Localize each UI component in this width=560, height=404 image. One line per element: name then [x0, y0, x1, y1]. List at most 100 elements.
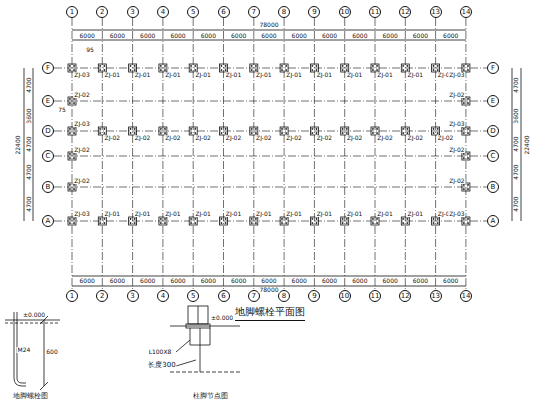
axis-line — [253, 18, 254, 290]
grid-bubble: 3 — [127, 290, 139, 302]
dimension: 95 — [85, 47, 95, 53]
grid-axis-label: F — [46, 65, 50, 72]
dimension: 6000 — [139, 278, 156, 284]
bolt-group-tag: ZJ-02 — [448, 178, 465, 184]
grid-axis-label: 7 — [252, 293, 256, 300]
grid-axis-label: 13 — [431, 9, 440, 16]
axis-line — [54, 221, 487, 222]
grid-axis-label: 11 — [371, 9, 380, 16]
dimension: 6000 — [260, 278, 277, 284]
dimension: 78000 — [258, 22, 279, 28]
bolt-group-tag: ZJ-02 — [448, 147, 465, 153]
grid-bubble: 9 — [308, 290, 320, 302]
grid-bubble: 5 — [187, 6, 199, 18]
bolt-group-tag: ZJ-03 — [73, 211, 90, 217]
dimension: 6000 — [169, 33, 186, 39]
axis-line — [284, 18, 285, 290]
grid-axis-label: 6 — [221, 293, 225, 300]
dimension: 4700 — [513, 195, 519, 212]
bolt-group-tag: ZJ-01 — [194, 211, 211, 217]
bolt-group-tag: ZJ-03 — [448, 121, 465, 127]
dimension: 6000 — [169, 278, 186, 284]
dimension: 4700 — [26, 195, 32, 212]
bolt-group-tag: ZJ-01 — [376, 211, 393, 217]
dimension: 6000 — [442, 278, 459, 284]
bolt-group-tag: ZJ-01 — [134, 72, 151, 78]
grid-bubble: 3 — [127, 6, 139, 18]
grid-bubble: B — [42, 181, 54, 193]
dimension: 22400 — [15, 134, 21, 155]
grid-bubble: A — [487, 215, 499, 227]
bolt-group-tag: ZJ-02 — [73, 147, 90, 153]
note: 长度300 — [147, 362, 176, 369]
dimension: 6000 — [291, 278, 308, 284]
dimension: 6000 — [412, 33, 429, 39]
dimension: 22400 — [524, 134, 530, 155]
grid-axis-label: A — [46, 218, 51, 225]
dimension: 6000 — [230, 33, 247, 39]
note: M24 — [17, 347, 32, 353]
bolt-group-tag: ZJ-01 — [134, 211, 151, 217]
grid-axis-label: D — [45, 128, 50, 135]
bolt-group-tag: ZJ-02 — [104, 135, 121, 141]
grid-axis-label: 13 — [431, 293, 440, 300]
dimension: 6000 — [442, 33, 459, 39]
grid-axis-label: 1 — [70, 9, 74, 16]
grid-bubble: D — [42, 125, 54, 137]
dimension: 6000 — [351, 33, 368, 39]
dimension: 6000 — [260, 33, 277, 39]
dimension: 3600 — [513, 107, 519, 124]
axis-line — [54, 101, 487, 102]
bolt-group-tag: ZJ-01 — [255, 72, 272, 78]
grid-axis-label: 2 — [100, 9, 104, 16]
grid-bubble: F — [42, 62, 54, 74]
dimension: 6000 — [200, 278, 217, 284]
bolt-group-tag: ZJ-02 — [73, 178, 90, 184]
drawing-title: 地脚螺栓平面图 — [235, 305, 305, 321]
grid-bubble: 12 — [399, 6, 411, 18]
bolt-group-tag: ZJ-01 — [255, 211, 272, 217]
grid-bubble: 5 — [187, 290, 199, 302]
bolt-group-tag: ZJ-01 — [376, 72, 393, 78]
grid-bubble: 13 — [430, 290, 442, 302]
grid-axis-label: 10 — [340, 293, 349, 300]
grid-axis-label: 3 — [130, 9, 134, 16]
grid-axis-label: 12 — [401, 293, 410, 300]
bolt-group-tag: ZJ-01 — [164, 72, 181, 78]
grid-bubble: E — [487, 95, 499, 107]
grid-axis-label: D — [490, 128, 495, 135]
grid-axis-label: 9 — [312, 293, 316, 300]
grid-bubble: C — [42, 150, 54, 162]
note: 柱脚节点图 — [192, 393, 229, 400]
bolt-group-tag: ZJ-03 — [448, 211, 465, 217]
grid-bubble: 8 — [278, 6, 290, 18]
grid-bubble: 12 — [399, 290, 411, 302]
bolt-group-tag: ZJ-01 — [104, 72, 121, 78]
axis-line — [54, 156, 487, 157]
grid-bubble: 2 — [96, 290, 108, 302]
grid-bubble: 8 — [278, 290, 290, 302]
dimension: 600 — [45, 349, 58, 355]
axis-line — [223, 18, 224, 290]
bolt-group-tag: ZJ-01 — [407, 72, 424, 78]
bolt-group-tag: ZJ-02 — [285, 135, 302, 141]
grid-axis-label: 6 — [221, 9, 225, 16]
bolt-group-tag: ZJ-02 — [376, 135, 393, 141]
bolt-group-tag: ZJ-02 — [164, 135, 181, 141]
bolt-group-tag: ZJ-02 — [346, 135, 363, 141]
dimension: 4700 — [26, 163, 32, 180]
dimension: 6000 — [321, 33, 338, 39]
note: L100X8 — [148, 349, 173, 355]
axis-line — [193, 18, 194, 290]
dimension: 75 — [57, 107, 67, 113]
bolt-group-tag: ZJ-01 — [346, 211, 363, 217]
grid-bubble: 2 — [96, 6, 108, 18]
axis-line — [72, 18, 73, 290]
bolt-group-tag: ZJ-01 — [407, 211, 424, 217]
grid-axis-label: 12 — [401, 9, 410, 16]
grid-axis-label: 7 — [252, 9, 256, 16]
dimension: 6000 — [109, 33, 126, 39]
dimension: 3600 — [26, 107, 32, 124]
note: ±0.000 — [210, 315, 234, 321]
axis-line — [132, 18, 133, 290]
